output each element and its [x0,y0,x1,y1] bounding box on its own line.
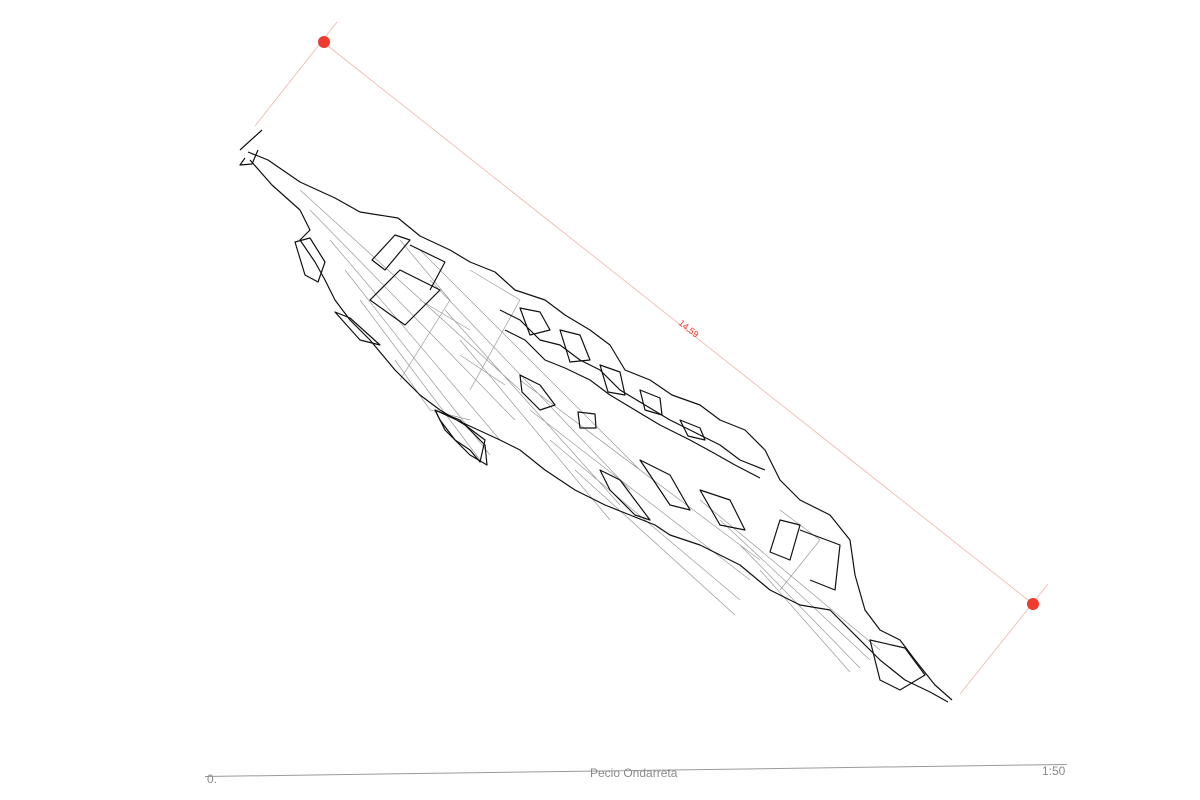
dimension-annotation: 14,59 [254,21,1049,695]
hull-outline [239,129,953,703]
dimension-endpoint-end [1027,598,1039,610]
dimension-label: 14,59 [677,318,701,340]
drawing-scale: 1:50 [1042,764,1066,778]
dimension-endpoint-start [318,36,330,48]
hull-planking [299,189,881,673]
sheet-number: 0. [207,772,218,786]
drawing-title: Pecio Ondarreta [590,766,678,780]
dimension-line [322,41,1034,605]
